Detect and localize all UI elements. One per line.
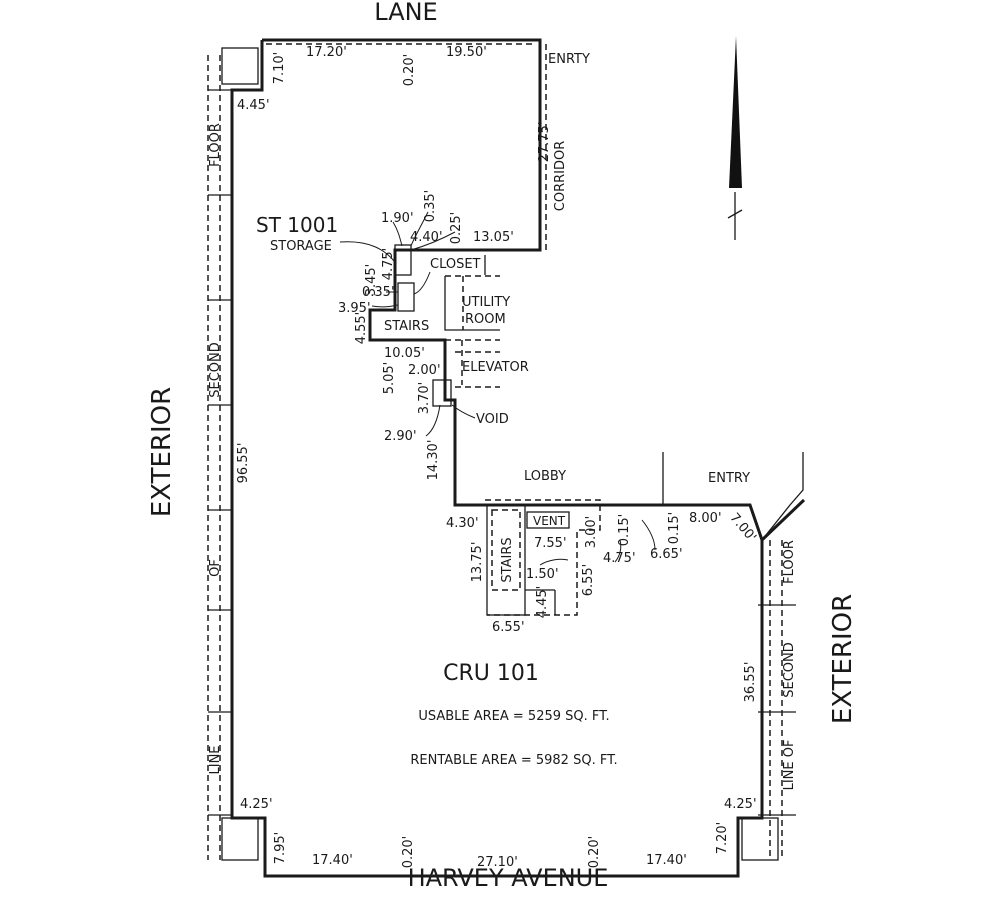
dim-4-30: 4.30' [446, 516, 479, 531]
dim-2-00: 2.00' [408, 363, 441, 378]
room-utility-2: ROOM [465, 312, 506, 327]
dim-bottom-left-v: 7.95' [273, 832, 288, 865]
dim-bottom-right-h: 4.25' [724, 797, 757, 812]
dim-0-25: 0.25' [449, 212, 464, 245]
dim-14-30: 14.30' [426, 440, 441, 481]
dim-4-45: 4.45' [535, 586, 550, 619]
dim-8-00: 8.00' [689, 511, 722, 526]
street-label-bottom: HARVEY AVENUE [408, 864, 609, 892]
right-line-word-3: LINE OF [782, 740, 797, 791]
room-vent: VENT [533, 514, 566, 528]
right-line-word-1: FLOOR [782, 540, 797, 584]
dim-0-15a: 0.15' [617, 514, 632, 547]
dim-4-75: 4.75' [381, 248, 396, 281]
right-line-word-2: SECOND [782, 642, 797, 698]
street-label-top: LANE [374, 0, 437, 26]
dim-1-50: 1.50' [526, 567, 559, 582]
dim-7-55: 7.55' [534, 536, 567, 551]
second-floor-line-right: FLOOR SECOND LINE OF [741, 540, 797, 861]
dim-left-long: 96.55' [236, 443, 251, 484]
unit-outline [230, 38, 806, 878]
dim-bottom-right-v: 7.20' [715, 822, 730, 855]
dim-13-05: 13.05' [473, 230, 514, 245]
exterior-label-left: EXTERIOR [147, 387, 177, 517]
dim-3-70: 3.70' [417, 382, 432, 415]
dim-1-90: 1.90' [381, 211, 414, 226]
dim-top-left: 17.20' [306, 45, 347, 60]
dim-3-45: 3.45' [364, 264, 379, 297]
dim-10-05: 10.05' [384, 346, 425, 361]
room-closet: CLOSET [430, 257, 481, 272]
left-line-word-4: LINE [208, 745, 223, 774]
room-lobby: LOBBY [524, 469, 566, 484]
storage-id: ST 1001 [256, 213, 338, 237]
room-entry: ENTRY [708, 471, 750, 486]
storage-box-2 [397, 282, 415, 312]
dim-corridor: 27.75' [537, 122, 552, 163]
dim-left-notch-v: 7.10' [272, 52, 287, 85]
storage-box-1 [394, 244, 412, 276]
core-walls [368, 244, 500, 507]
dim-13-75: 13.75' [470, 542, 485, 583]
dim-top-right: 19.50' [446, 45, 487, 60]
room-corridor: CORRIDOR [553, 141, 568, 211]
dim-4-75b: 4.75' [603, 551, 636, 566]
unit-name: CRU 101 [443, 661, 539, 686]
dim-5-05: 5.05' [382, 362, 397, 395]
left-line-word-3: OF [208, 559, 223, 577]
dim-bottom-c: 27.10' [477, 855, 518, 870]
leader-lines [339, 211, 656, 566]
dim-3-00: 3.00' [584, 516, 599, 549]
dim-0-35b: 0.35' [362, 285, 395, 300]
room-utility-1: UTILITY [462, 295, 510, 310]
second-floor-line-left: FLOOR SECOND OF LINE [207, 47, 259, 861]
dim-bottom-left-h: 4.25' [240, 797, 273, 812]
room-void: VOID [476, 412, 509, 427]
dim-3-95: 3.95' [338, 301, 371, 316]
left-line-word-1: FLOOR [208, 123, 223, 167]
dim-0-15b: 0.15' [667, 512, 682, 545]
dim-top-mid: 0.20' [402, 54, 417, 87]
rentable-area: RENTABLE AREA = 5982 SQ. FT. [410, 753, 617, 768]
dim-6-55b: 6.55' [492, 620, 525, 635]
left-line-word-2: SECOND [208, 342, 223, 398]
dim-6-65: 6.65' [650, 547, 683, 562]
storage-label: STORAGE [270, 239, 332, 254]
room-entry-top: ENRTY [548, 52, 590, 67]
dim-bottom-d: 0.20' [587, 836, 602, 869]
lower-core [485, 452, 804, 616]
room-stairs-upper: STAIRS [384, 319, 429, 334]
room-stairs-lower: STAIRS [500, 537, 515, 582]
dim-6-55a: 6.55' [581, 564, 596, 597]
usable-area: USABLE AREA = 5259 SQ. FT. [418, 709, 609, 724]
dimension-labels: 17.20' 0.20' 19.50' 7.10' 4.45' 27.75' 1… [236, 45, 759, 870]
room-elevator: ELEVATOR [462, 360, 529, 375]
dim-right-long: 36.55' [743, 662, 758, 703]
dim-bottom-a: 17.40' [312, 853, 353, 868]
dim-bottom-b: 0.20' [401, 836, 416, 869]
north-arrow-icon [727, 36, 743, 240]
dim-2-90: 2.90' [384, 429, 417, 444]
void-box [432, 379, 452, 407]
dim-left-notch-h: 4.45' [237, 98, 270, 113]
dim-4-55: 4.55' [354, 312, 369, 345]
exterior-label-right: EXTERIOR [828, 594, 858, 724]
dim-bottom-e: 17.40' [646, 853, 687, 868]
